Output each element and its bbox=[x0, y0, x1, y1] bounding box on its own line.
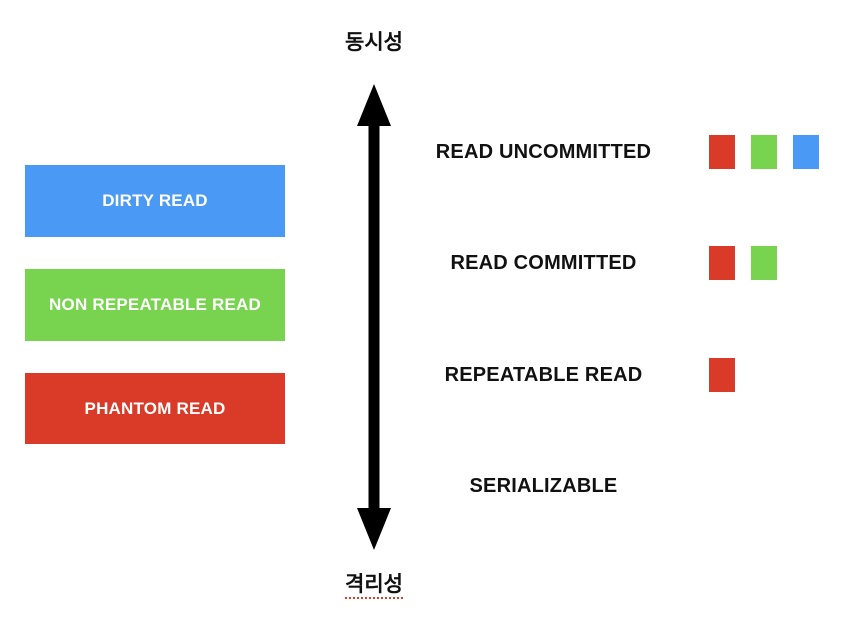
legend-block-label: DIRTY READ bbox=[102, 191, 208, 210]
anomaly-swatch-non-repeatable-read bbox=[751, 135, 777, 169]
axis-top-label-text: 동시성 bbox=[345, 31, 403, 54]
anomaly-swatch-phantom-read bbox=[709, 358, 735, 392]
isolation-level-row: REPEATABLE READ bbox=[420, 358, 840, 392]
anomaly-swatch-dirty-read bbox=[793, 135, 819, 169]
anomaly-swatch-phantom-read bbox=[709, 135, 735, 169]
isolation-level-row: SERIALIZABLE bbox=[420, 469, 840, 503]
legend-block-label: NON REPEATABLE READ bbox=[49, 295, 261, 314]
anomaly-swatch-strip bbox=[709, 246, 840, 280]
axis-bottom-label-text: 격리성 bbox=[345, 573, 403, 599]
legend-block-dirty-read: DIRTY READ bbox=[25, 165, 285, 237]
isolation-level-label: READ COMMITTED bbox=[450, 252, 637, 274]
isolation-level-row: READ COMMITTED bbox=[420, 246, 840, 280]
anomaly-swatch-phantom-read bbox=[709, 246, 735, 280]
isolation-level-label: READ UNCOMMITTED bbox=[435, 141, 652, 163]
isolation-level-row: READ UNCOMMITTED bbox=[420, 135, 840, 169]
anomaly-swatch-strip bbox=[709, 469, 840, 503]
axis-top-label-concurrency: 동시성 bbox=[0, 26, 748, 56]
isolation-level-label: REPEATABLE READ bbox=[444, 364, 643, 386]
legend-block-label: PHANTOM READ bbox=[84, 398, 226, 418]
axis-bottom-label-isolation: 격리성 bbox=[0, 568, 748, 599]
isolation-level-label: SERIALIZABLE bbox=[469, 475, 618, 497]
double-headed-vertical-arrow-icon bbox=[349, 82, 399, 552]
anomaly-swatch-strip bbox=[709, 135, 840, 169]
legend-block-non-repeatable-read: NON REPEATABLE READ bbox=[25, 269, 285, 341]
legend-block-phantom-read: PHANTOM READ bbox=[25, 373, 285, 444]
anomaly-swatch-strip bbox=[709, 358, 840, 392]
anomaly-swatch-non-repeatable-read bbox=[751, 246, 777, 280]
